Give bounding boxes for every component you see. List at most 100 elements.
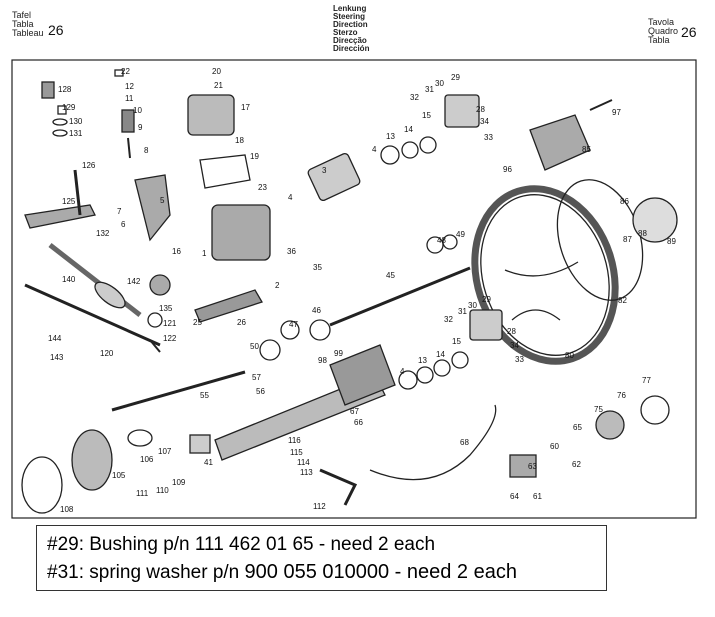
callout-111: 111 (136, 489, 149, 498)
pitman-arm (194, 289, 263, 323)
steering-wheel-inner (480, 194, 610, 356)
part-108-gasket (21, 456, 63, 514)
horn-cap (632, 197, 678, 243)
callout-113: 113 (300, 468, 313, 477)
steering-wheel-rim (471, 185, 619, 365)
part-14 (401, 141, 419, 159)
callout-140: 140 (62, 275, 76, 284)
gasket (199, 154, 251, 189)
callout-8: 8 (144, 146, 149, 155)
parts-note-box: #29: Bushing p/n 111 462 01 65 - need 2 … (36, 525, 607, 591)
callout-19: 19 (250, 152, 259, 161)
callout-106: 106 (140, 455, 154, 464)
callout-89: 89 (667, 237, 676, 246)
callout-86: 86 (620, 197, 629, 206)
callout-110: 110 (156, 486, 169, 495)
callout-60: 60 (550, 442, 559, 451)
callout-32b: 32 (444, 315, 453, 324)
part-4c (398, 370, 418, 390)
plate-number-left: 26 (48, 22, 64, 38)
callout-1: 1 (202, 249, 207, 258)
header-center-line: Steering (333, 12, 366, 21)
callout-82: 82 (618, 296, 627, 305)
part-131 (52, 129, 68, 137)
callout-107: 107 (158, 447, 172, 456)
header-center-line: Dirección (333, 44, 370, 53)
note-spring-washer-label: #31: spring washer p/n (47, 562, 245, 583)
callout-13: 13 (386, 132, 395, 141)
header-center: Lenkung Steering Direction Sterzo Direcç… (333, 5, 369, 53)
callout-18: 18 (235, 136, 244, 145)
callout-47: 47 (289, 320, 298, 329)
horn-ring (556, 179, 644, 301)
header-center-line: Sterzo (333, 28, 358, 37)
steering-box (211, 204, 271, 261)
callout-62: 62 (572, 460, 581, 469)
callout-61: 61 (533, 492, 542, 501)
header-center-line: Lenkung (333, 4, 367, 13)
callout-4b: 4 (372, 145, 377, 154)
callout-143: 143 (50, 353, 64, 362)
callout-97: 97 (612, 108, 621, 117)
header-center-line: Direction (333, 20, 368, 29)
part-28-lock (444, 94, 480, 128)
header-left: Tafel Tabla Tableau (12, 11, 44, 38)
part-46 (309, 319, 331, 341)
callout-116: 116 (288, 436, 301, 445)
callout-13b: 13 (418, 356, 427, 365)
callout-28: 28 (476, 105, 485, 114)
callout-125: 125 (62, 197, 76, 206)
callout-31: 31 (425, 85, 434, 94)
shaft-coupling (307, 152, 361, 202)
header-left-line: Tafel (12, 10, 32, 20)
part-13b (416, 366, 434, 384)
callout-115: 115 (290, 448, 303, 457)
callout-5: 5 (160, 196, 165, 205)
header-right-line: Tavola (648, 17, 675, 27)
callout-130: 130 (69, 117, 83, 126)
callout-114: 114 (297, 458, 310, 467)
callout-2: 2 (275, 281, 280, 290)
callout-6: 6 (121, 220, 126, 229)
callout-34b: 34 (510, 341, 519, 350)
callout-128: 128 (58, 85, 72, 94)
callout-142: 142 (127, 277, 141, 286)
part-105-flange (71, 429, 113, 491)
part-49 (442, 234, 458, 250)
callout-10: 10 (133, 106, 142, 115)
callout-112: 112 (313, 502, 326, 511)
callout-45: 45 (386, 271, 395, 280)
part-122 (149, 339, 161, 353)
callout-126: 126 (82, 161, 96, 170)
callout-99: 99 (334, 349, 343, 358)
part-85-switch (529, 114, 591, 171)
callout-75: 75 (594, 405, 603, 414)
part-130 (52, 118, 68, 126)
idler-bolt (73, 169, 82, 216)
note-spring-washer-number: 900 055 010000 - need 2 each (244, 561, 517, 583)
idler-arm (24, 204, 96, 229)
callout-29b: 29 (482, 295, 491, 304)
part-75 (595, 410, 625, 440)
callout-50: 50 (250, 342, 259, 351)
callout-41: 41 (204, 458, 213, 467)
callout-21: 21 (214, 81, 223, 90)
part-47 (280, 320, 300, 340)
callout-105: 105 (112, 471, 126, 480)
callout-15b: 15 (452, 337, 461, 346)
callout-15: 15 (422, 111, 431, 120)
callout-9: 9 (138, 123, 143, 132)
tie-rod (24, 283, 161, 347)
callout-87: 87 (623, 235, 632, 244)
part-22 (114, 69, 124, 77)
callout-34: 34 (480, 117, 489, 126)
callout-29: 29 (451, 73, 460, 82)
callout-36: 36 (287, 247, 296, 256)
header-right-line: Tabla (648, 35, 670, 45)
part-50 (259, 339, 281, 361)
callout-64: 64 (510, 492, 519, 501)
part-15b (451, 351, 469, 369)
callout-11: 11 (125, 94, 134, 103)
steering-wheel-spokes (504, 261, 579, 321)
callout-22: 22 (121, 67, 130, 76)
